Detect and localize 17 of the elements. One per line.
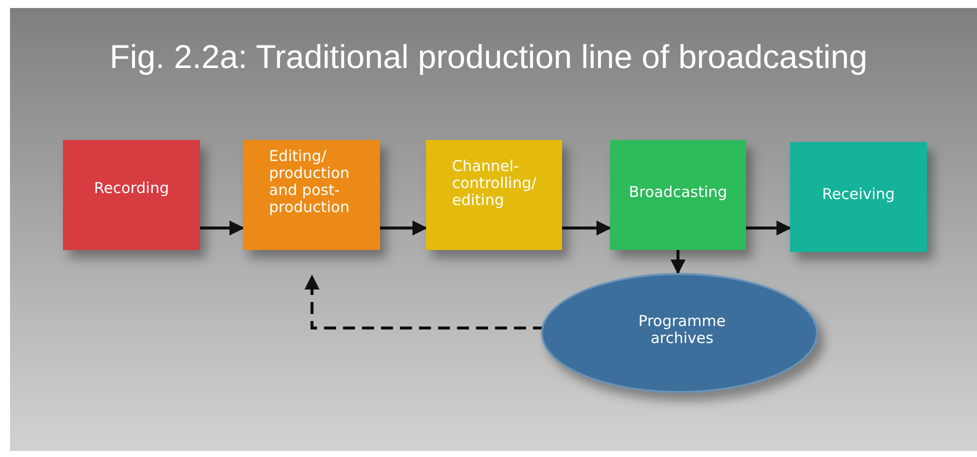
process-box [63, 140, 200, 250]
node-label: Programme archives [637, 313, 727, 347]
node-label: Receiving [821, 186, 896, 203]
node-label: Editing/ production and post-production [269, 148, 351, 216]
arrow [200, 220, 244, 236]
node-label: Broadcasting [628, 184, 728, 201]
process-box [426, 140, 562, 250]
title: Fig. 2.2a: Traditional production line of broadcasting [108, 38, 868, 76]
arrow [746, 220, 792, 236]
arrow [380, 220, 428, 236]
node-label: Recording [92, 180, 170, 197]
arrow [562, 220, 612, 236]
node-label: Channel-controlling/ editing [452, 158, 538, 209]
process-box [610, 140, 746, 250]
process-box [790, 142, 927, 252]
arrow [670, 250, 686, 274]
process-box [243, 140, 380, 250]
